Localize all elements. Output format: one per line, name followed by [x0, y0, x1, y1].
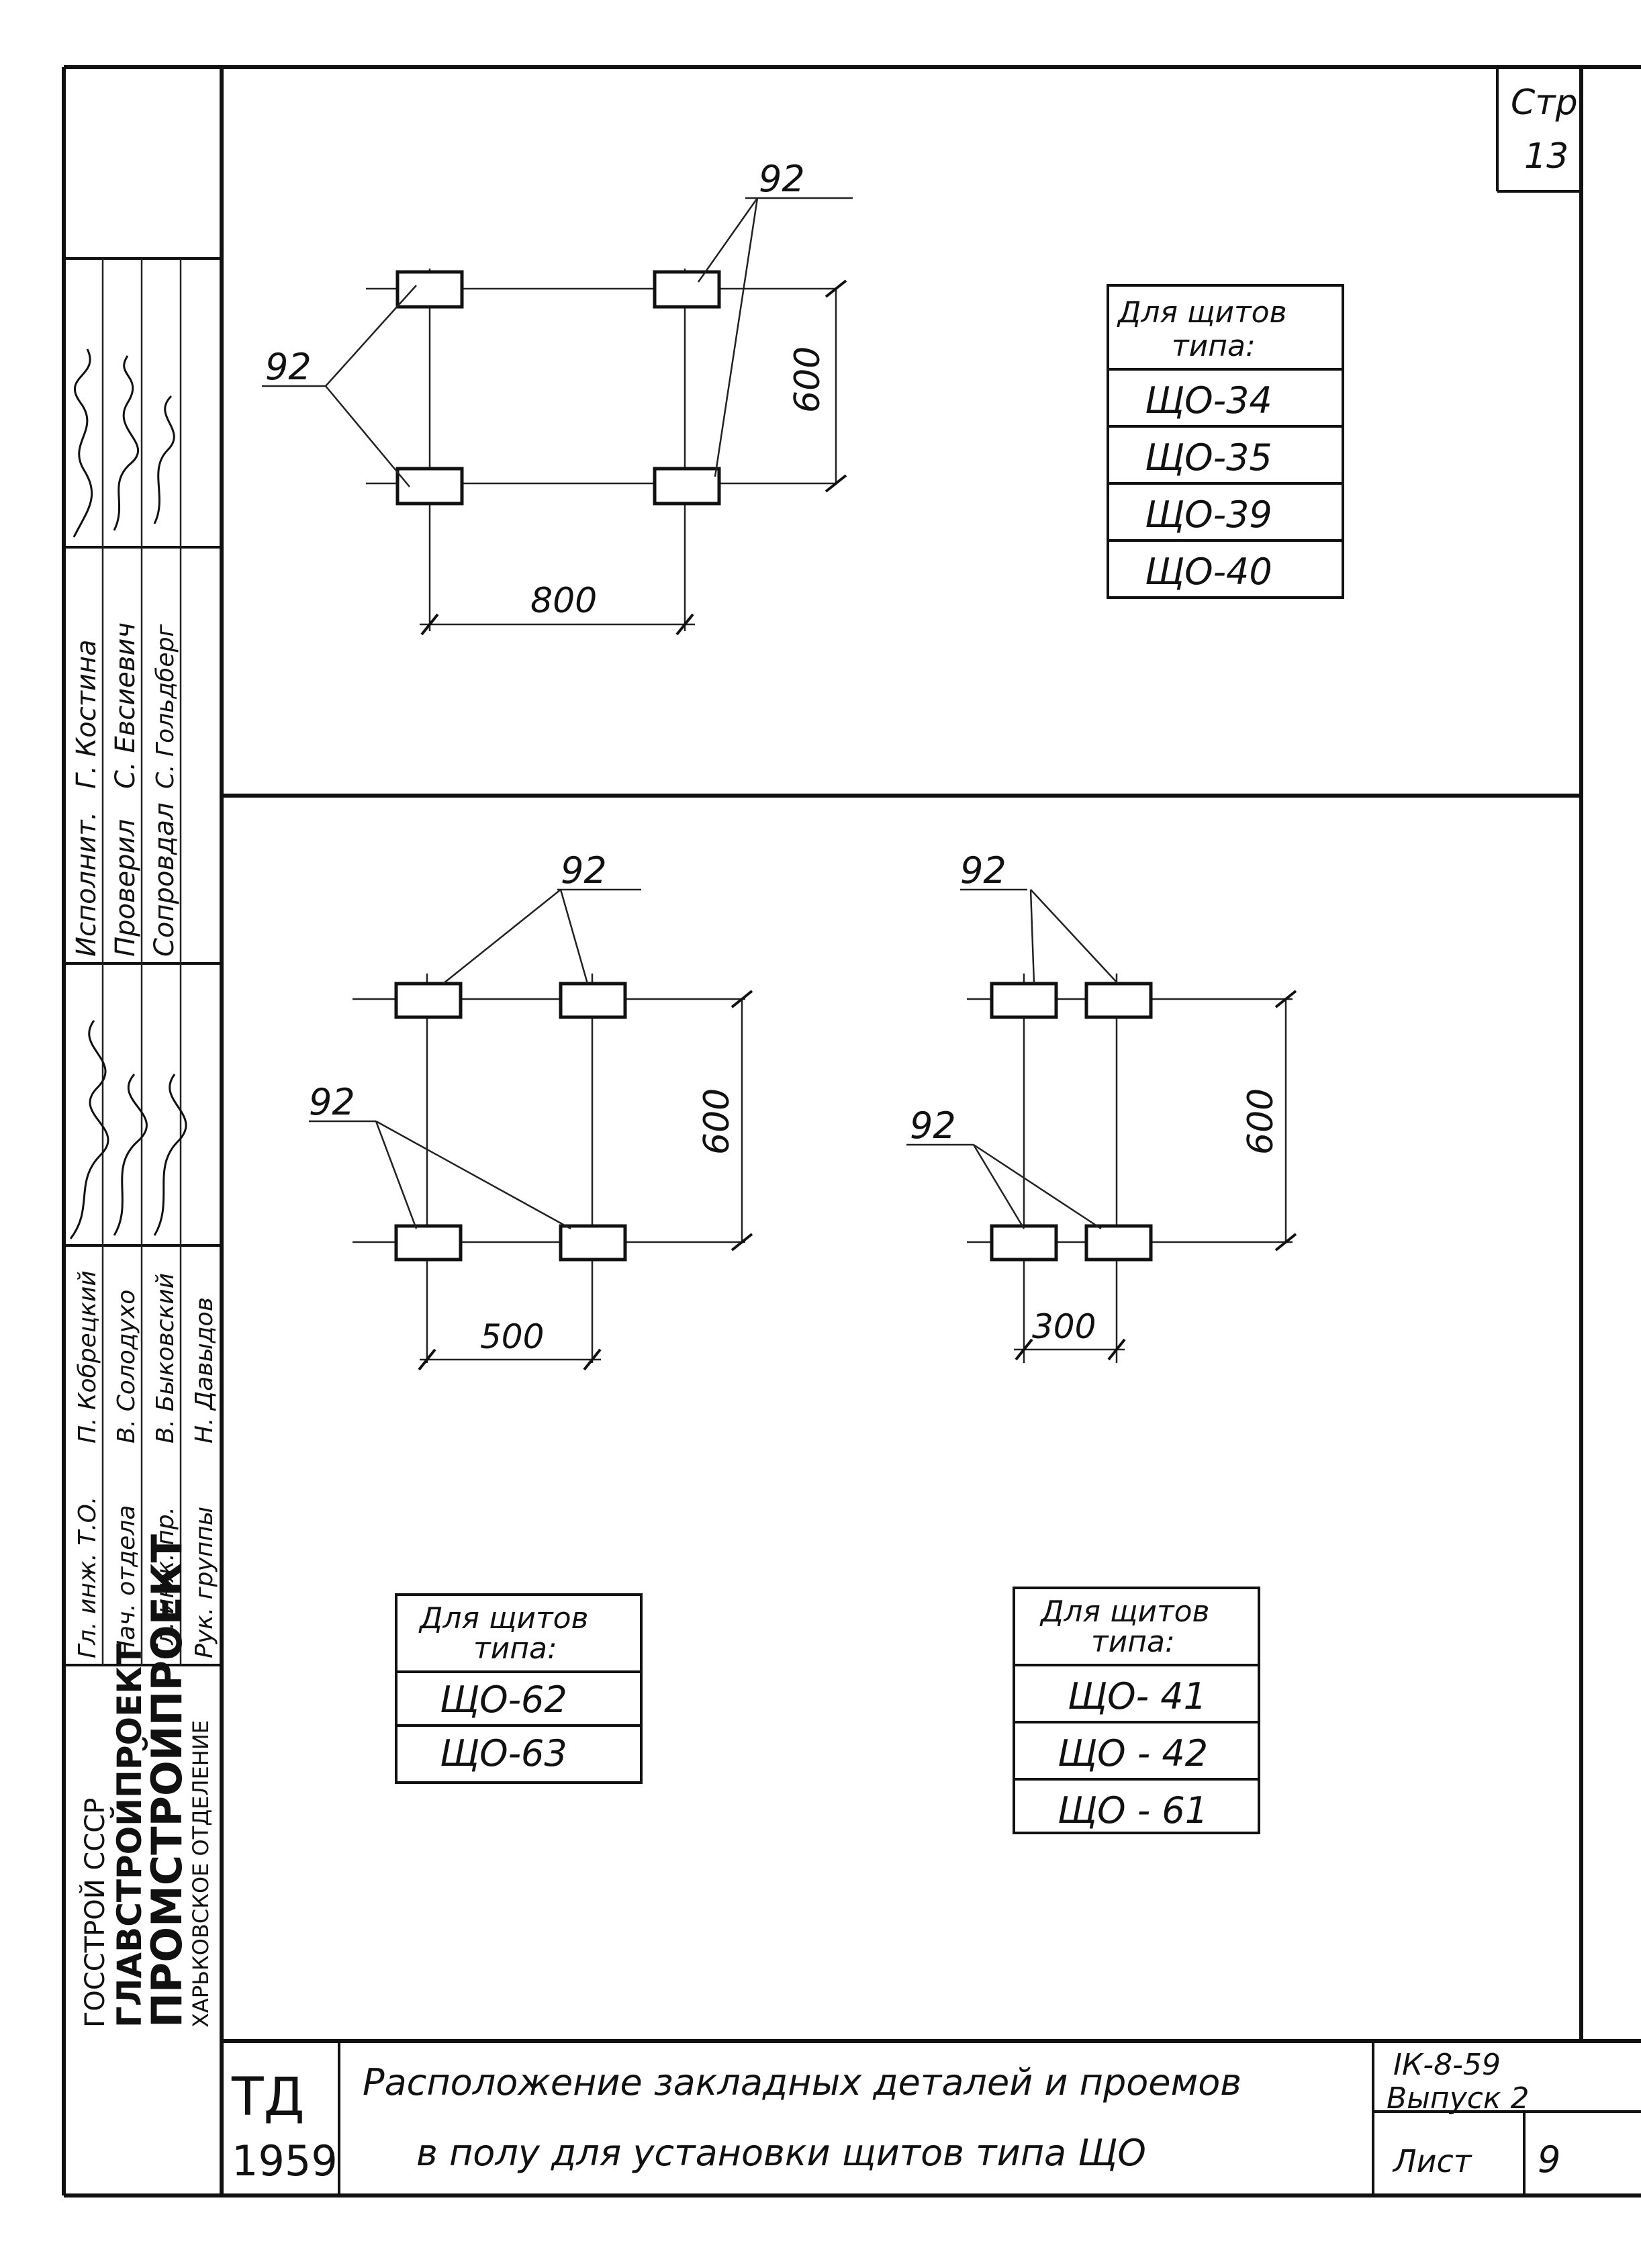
org-line-1: ГОССТРОЙ СССР — [79, 1798, 111, 2028]
sheet-label: Лист — [1392, 2143, 1472, 2179]
series-code: IК-8-59 — [1393, 2048, 1501, 2082]
name-davydov: Н. Давыдов — [191, 1297, 218, 1444]
d1-table-row-3: ЩО-39 — [1145, 493, 1272, 536]
org-line-2: ГЛАВСТРОЙПРОЕКТ — [109, 1644, 149, 2028]
d3-table-header-2: типа: — [1091, 1625, 1175, 1659]
diagram-3 — [906, 888, 1297, 1363]
role-dept-head: Нач. отдела — [113, 1505, 140, 1658]
role-chief-engineer: Гл. инж. Т.О. — [74, 1497, 101, 1658]
org-line-3: ПРОМСТРОЙПРОЕКТ — [142, 1534, 191, 2028]
d1-table-header-2: типа: — [1172, 329, 1256, 363]
embed-part-d1-br — [653, 467, 721, 506]
d3-dim-horizontal: 300 — [1032, 1307, 1096, 1346]
title-code: ТД — [231, 2067, 305, 2128]
d1-table-row-4: ЩО-40 — [1145, 551, 1272, 593]
diagram-2 — [309, 888, 753, 1371]
role-group-lead: Рук. группы — [191, 1507, 218, 1658]
issue-label: Выпуск 2 — [1387, 2081, 1529, 2116]
embed-part-d2-br — [559, 1224, 627, 1262]
d3-table-header-1: Для щитов — [1039, 1595, 1209, 1629]
embed-part-d2-bl — [394, 1224, 463, 1262]
diagram-1 — [262, 197, 853, 636]
embed-part-d3-br — [1084, 1224, 1153, 1262]
d2-table-row-2: ЩО-63 — [440, 1732, 567, 1775]
d3-table-row-3: ЩО - 61 — [1058, 1789, 1208, 1832]
name-kobretsky: П. Кобрецкий — [74, 1270, 101, 1444]
embed-part-d1-bl — [395, 467, 464, 506]
d2-dim-vertical: 600 — [697, 1088, 737, 1155]
d1-dim-vertical: 600 — [788, 346, 828, 413]
d3-table-row-1: ЩО- 41 — [1068, 1675, 1207, 1717]
d3-table — [1013, 1587, 1260, 1834]
embed-part-d1-tl — [395, 270, 464, 309]
d1-table-row-2: ЩО-35 — [1145, 436, 1272, 479]
embed-part-d3-tl — [990, 982, 1058, 1019]
d2-label-top: 92 — [561, 849, 607, 892]
role-executor: Исполнит. — [71, 812, 102, 957]
embed-part-d3-tr — [1084, 982, 1153, 1019]
sheet-frame — [62, 65, 1641, 2198]
name-kostina: Г. Костина — [71, 639, 102, 789]
d1-table — [1107, 284, 1344, 599]
name-solodukho: В. Солодухо — [113, 1290, 140, 1444]
d1-label-top: 92 — [759, 158, 805, 200]
signature-grid — [64, 257, 222, 1666]
d1-dim-horizontal: 800 — [530, 581, 597, 621]
name-evsievich: С. Евсиевич — [110, 622, 141, 789]
title-block-grid — [338, 2041, 1641, 2195]
d2-table-header-1: Для щитов — [418, 1601, 588, 1636]
embed-part-d1-tr — [653, 270, 721, 309]
sheet-number: 9 — [1538, 2138, 1560, 2181]
drawing-title-line-1: Расположение закладных деталей и проемов — [363, 2061, 1241, 2104]
embed-part-d2-tl — [394, 982, 463, 1019]
handwritten-signatures — [69, 348, 187, 1239]
d2-table-header-2: типа: — [473, 1632, 557, 1666]
role-checker: Проверил — [110, 819, 141, 957]
d2-label-left: 92 — [309, 1081, 355, 1123]
org-line-4: ХАРЬКОВСКОЕ ОТДЕЛЕНИЕ — [188, 1720, 214, 2028]
d2-dim-horizontal: 500 — [480, 1317, 544, 1356]
d1-table-row-1: ЩО-34 — [1145, 379, 1272, 422]
role-supervisor: Сопровдал — [149, 802, 180, 957]
drawing-title-line-2: в полу для установки щитов типа ЩО — [416, 2132, 1146, 2174]
d3-dim-vertical: 600 — [1241, 1088, 1281, 1155]
role-project-engineer: Гл. инж. пр. — [152, 1507, 179, 1658]
embed-part-d3-bl — [990, 1224, 1058, 1262]
d2-table — [395, 1593, 643, 1784]
d3-label-left: 92 — [910, 1104, 956, 1147]
page-corner-number: 13 — [1524, 136, 1568, 177]
d1-table-header-1: Для щитов — [1117, 295, 1286, 330]
name-goldberg: С. Гольдберг — [152, 624, 179, 789]
name-bykovsky: В. Быковский — [152, 1273, 179, 1444]
page-corner-label: Стр — [1511, 83, 1578, 123]
embed-part-d2-tr — [559, 982, 627, 1019]
title-year: 1959 — [232, 2136, 338, 2185]
d2-table-row-1: ЩО-62 — [440, 1679, 567, 1721]
d3-table-row-2: ЩО - 42 — [1058, 1732, 1208, 1775]
d1-label-left: 92 — [265, 346, 312, 388]
d3-label-top: 92 — [960, 849, 1006, 892]
